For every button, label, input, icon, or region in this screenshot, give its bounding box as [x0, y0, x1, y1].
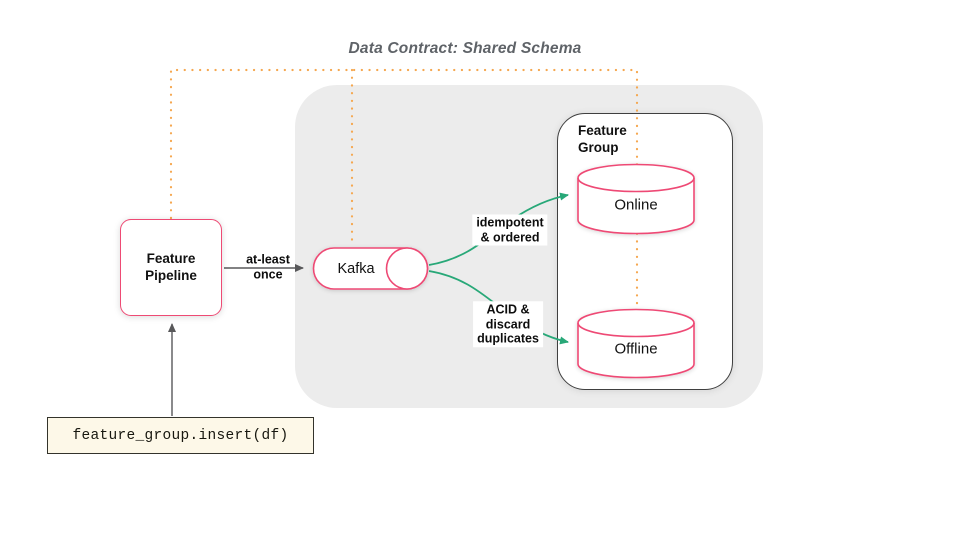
online-cylinder-rim [577, 177, 695, 193]
feature-pipeline-node: Feature Pipeline [120, 219, 222, 316]
edge-label-at-least-once: at-least once [246, 252, 290, 282]
kafka-label: Kafka [337, 261, 375, 277]
diagram-title: Data Contract: Shared Schema [348, 40, 582, 57]
feature-pipeline-label: Feature Pipeline [145, 251, 197, 283]
edge-label-acid-discard-duplicates: ACID & discard duplicates [473, 301, 543, 347]
offline-store-label: Offline [614, 340, 658, 358]
online-store-node [577, 163, 695, 235]
offline-store-node [577, 308, 695, 379]
offline-cylinder-rim [577, 322, 695, 338]
code-box: feature_group.insert(df) [47, 417, 314, 454]
feature-group-label: Feature Group [578, 123, 627, 155]
edge-label-idempotent-ordered: idempotent & ordered [472, 214, 548, 246]
online-store-label: Online [614, 196, 658, 214]
code-text: feature_group.insert(df) [72, 427, 289, 444]
kafka-end-circle [385, 247, 429, 290]
kafka-node [312, 247, 429, 290]
